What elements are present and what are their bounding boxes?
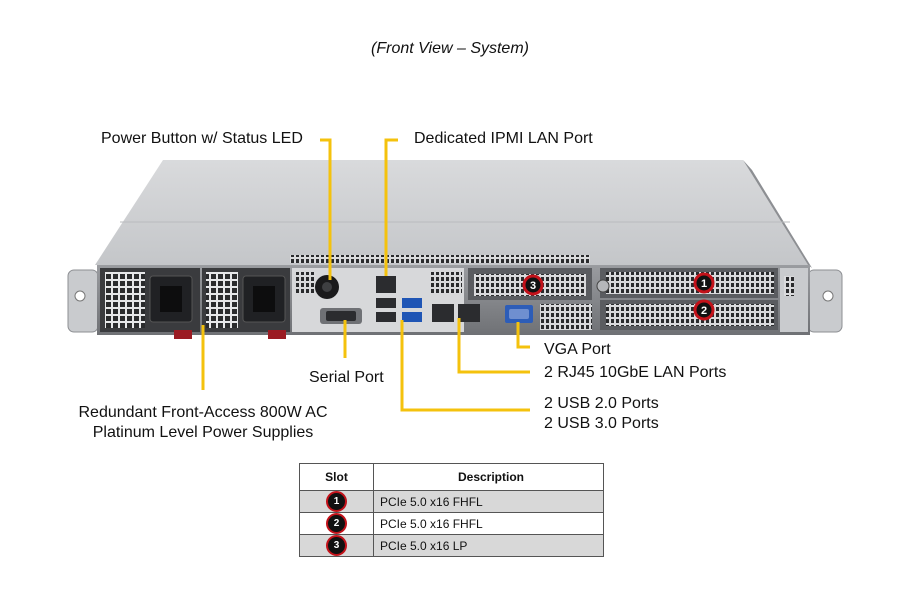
leader-usb bbox=[400, 320, 530, 412]
table-row: 3 PCIe 5.0 x16 LP bbox=[299, 534, 604, 557]
leader-lan bbox=[457, 318, 530, 374]
callout-power-button: Power Button w/ Status LED bbox=[101, 130, 303, 147]
callout-vga-port: VGA Port bbox=[544, 341, 611, 358]
table-row: 2 PCIe 5.0 x16 FHFL bbox=[299, 512, 604, 535]
marker-slot-1: 1 bbox=[693, 272, 715, 294]
io-panel bbox=[292, 268, 533, 332]
marker-slot-2-label: 2 bbox=[701, 305, 707, 317]
pcie-slot-table: Slot Description 1 PCIe 5.0 x16 FHFL 2 P… bbox=[299, 463, 604, 557]
callout-serial-port: Serial Port bbox=[309, 369, 384, 386]
lan-port-icon bbox=[432, 304, 454, 322]
pcie-slot-2 bbox=[600, 300, 778, 330]
table-row: 1 PCIe 5.0 x16 FHFL bbox=[299, 490, 604, 513]
callout-psu-line2: Platinum Level Power Supplies bbox=[92, 424, 314, 441]
leader-ipmi bbox=[384, 138, 398, 276]
marker-slot-3-label: 3 bbox=[530, 280, 536, 292]
slot-badge: 2 bbox=[326, 513, 347, 534]
rack-ear-right bbox=[807, 269, 843, 333]
marker-slot-2: 2 bbox=[693, 299, 715, 321]
ipmi-port-icon bbox=[376, 276, 396, 293]
header-description: Description bbox=[373, 463, 604, 491]
callout-usb3: 2 USB 3.0 Ports bbox=[544, 415, 659, 432]
callout-psu-line1: Redundant Front-Access 800W AC bbox=[78, 404, 328, 421]
leader-vga bbox=[516, 322, 530, 349]
pcie-slot-1 bbox=[596, 268, 778, 298]
callout-usb-ports: 2 USB 2.0 Ports 2 USB 3.0 Ports bbox=[544, 394, 659, 434]
slot-description: PCIe 5.0 x16 LP bbox=[373, 534, 604, 557]
slot-description: PCIe 5.0 x16 FHFL bbox=[373, 512, 604, 535]
pcie-slot-3 bbox=[468, 268, 592, 330]
leader-lines bbox=[201, 138, 530, 412]
callout-power-supplies: Redundant Front-Access 800W AC Platinum … bbox=[63, 403, 343, 443]
header-slot: Slot bbox=[299, 463, 374, 491]
marker-slot-3: 3 bbox=[522, 274, 544, 296]
psu-2-release-tab bbox=[268, 330, 286, 339]
slot-badge: 3 bbox=[326, 535, 347, 556]
callout-lan-ports: 2 RJ45 10GbE LAN Ports bbox=[544, 364, 727, 381]
marker-slot-1-label: 1 bbox=[701, 278, 707, 290]
psu-1-release-tab bbox=[174, 330, 192, 339]
slot-description: PCIe 5.0 x16 FHFL bbox=[373, 490, 604, 513]
table-header-row: Slot Description bbox=[299, 463, 604, 491]
usb3-port-icon bbox=[402, 298, 422, 308]
callout-usb2: 2 USB 2.0 Ports bbox=[544, 395, 659, 412]
leader-power-button bbox=[320, 138, 332, 280]
rack-ear-left bbox=[67, 269, 99, 333]
callout-ipmi-port: Dedicated IPMI LAN Port bbox=[414, 130, 593, 147]
power-supply-1 bbox=[100, 268, 200, 339]
usb2-port-icon bbox=[376, 298, 396, 308]
slot-badge: 1 bbox=[326, 491, 347, 512]
chassis-top-cover bbox=[95, 160, 812, 268]
figure-caption: (Front View – System) bbox=[371, 40, 529, 57]
power-supply-2 bbox=[202, 268, 290, 339]
